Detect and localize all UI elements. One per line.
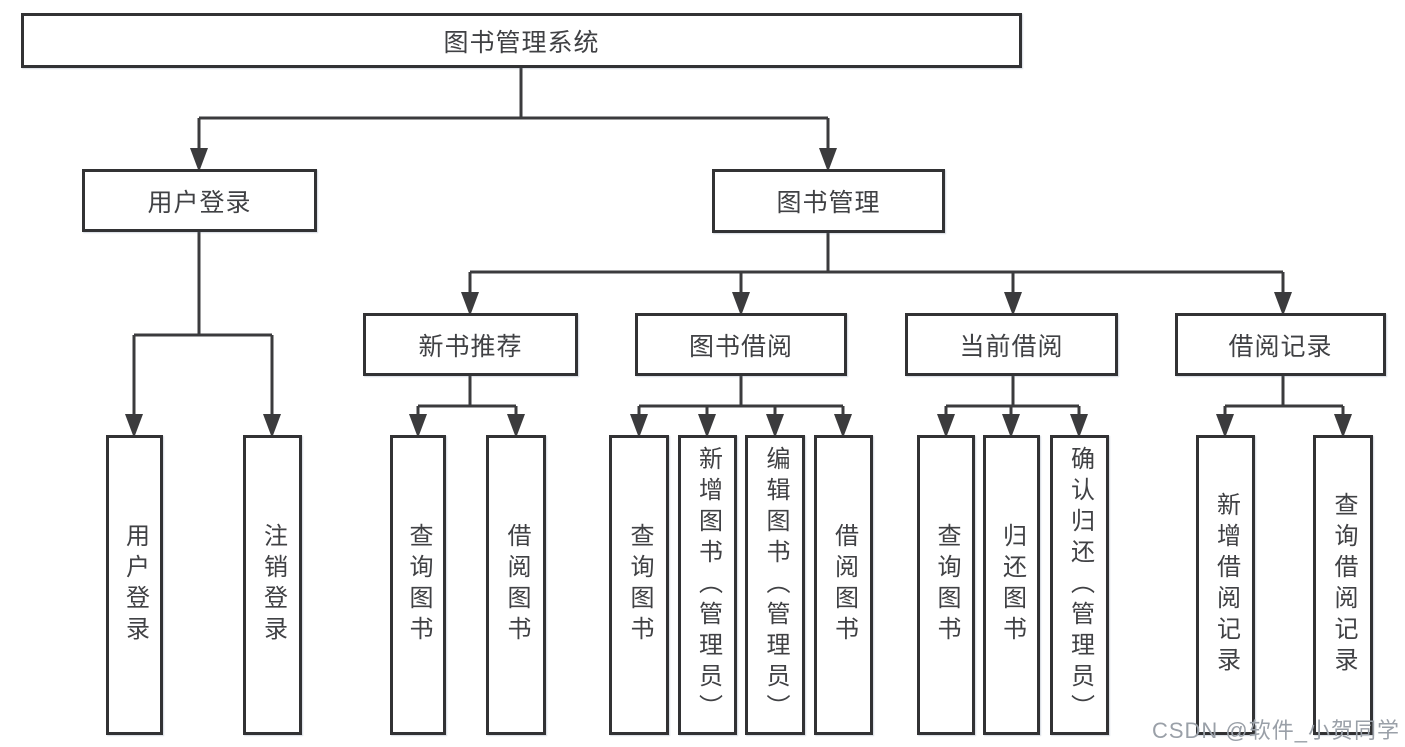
leaf-nbr-query-books-label: 查询图书 [405, 523, 432, 647]
leaf-bb-edit-books-admin: 编辑图书（管理员） [745, 435, 805, 735]
leaf-bb-borrow-books: 借阅图书 [814, 435, 873, 735]
leaf-br-query-record-label: 查询借阅记录 [1330, 492, 1357, 678]
node-borrow-records: 借阅记录 [1175, 313, 1386, 376]
leaf-logout-label: 注销登录 [259, 523, 287, 647]
leaf-br-add-record: 新增借阅记录 [1196, 435, 1255, 735]
leaf-nbr-query-books: 查询图书 [390, 435, 446, 735]
node-borrow-records-label: 借阅记录 [1228, 332, 1333, 361]
leaf-cb-query-books: 查询图书 [917, 435, 975, 735]
node-user-login-label: 用户登录 [147, 188, 252, 217]
node-current-borrowing-label: 当前借阅 [959, 332, 1064, 361]
leaf-bb-edit-books-admin-label: 编辑图书（管理员） [762, 445, 789, 725]
leaf-cb-return-books: 归还图书 [983, 435, 1040, 735]
node-book-borrowing: 图书借阅 [635, 313, 847, 376]
node-book-borrowing-label: 图书借阅 [688, 332, 793, 361]
node-new-book-recommend: 新书推荐 [363, 313, 578, 376]
node-book-management: 图书管理 [712, 169, 945, 233]
leaf-user-login-label: 用户登录 [121, 523, 149, 647]
leaf-bb-borrow-books-label: 借阅图书 [830, 523, 858, 647]
leaf-cb-confirm-return-admin: 确认归还（管理员） [1050, 435, 1109, 735]
leaf-cb-confirm-return-admin-label: 确认归还（管理员） [1066, 445, 1094, 725]
node-user-login: 用户登录 [82, 169, 317, 232]
leaf-bb-query-books: 查询图书 [609, 435, 669, 735]
leaf-nbr-borrow-books: 借阅图书 [486, 435, 546, 735]
node-root: 图书管理系统 [21, 13, 1022, 68]
leaf-cb-query-books-label: 查询图书 [933, 523, 960, 647]
leaf-bb-query-books-label: 查询图书 [626, 523, 653, 647]
leaf-nbr-borrow-books-label: 借阅图书 [503, 523, 530, 647]
node-current-borrowing: 当前借阅 [905, 313, 1118, 376]
leaf-user-login: 用户登录 [106, 435, 163, 735]
node-root-label: 图书管理系统 [443, 28, 600, 57]
leaf-bb-add-books-admin-label: 新增图书（管理员） [694, 445, 722, 725]
node-new-book-recommend-label: 新书推荐 [418, 332, 523, 361]
csdn-watermark: CSDN @软件_小贺同学 [1151, 718, 1400, 743]
leaf-logout: 注销登录 [243, 435, 302, 735]
leaf-br-add-record-label: 新增借阅记录 [1212, 492, 1240, 678]
node-book-management-label: 图书管理 [776, 189, 881, 217]
leaf-cb-return-books-label: 归还图书 [998, 523, 1026, 647]
leaf-bb-add-books-admin: 新增图书（管理员） [678, 435, 737, 735]
leaf-br-query-record: 查询借阅记录 [1313, 435, 1373, 735]
